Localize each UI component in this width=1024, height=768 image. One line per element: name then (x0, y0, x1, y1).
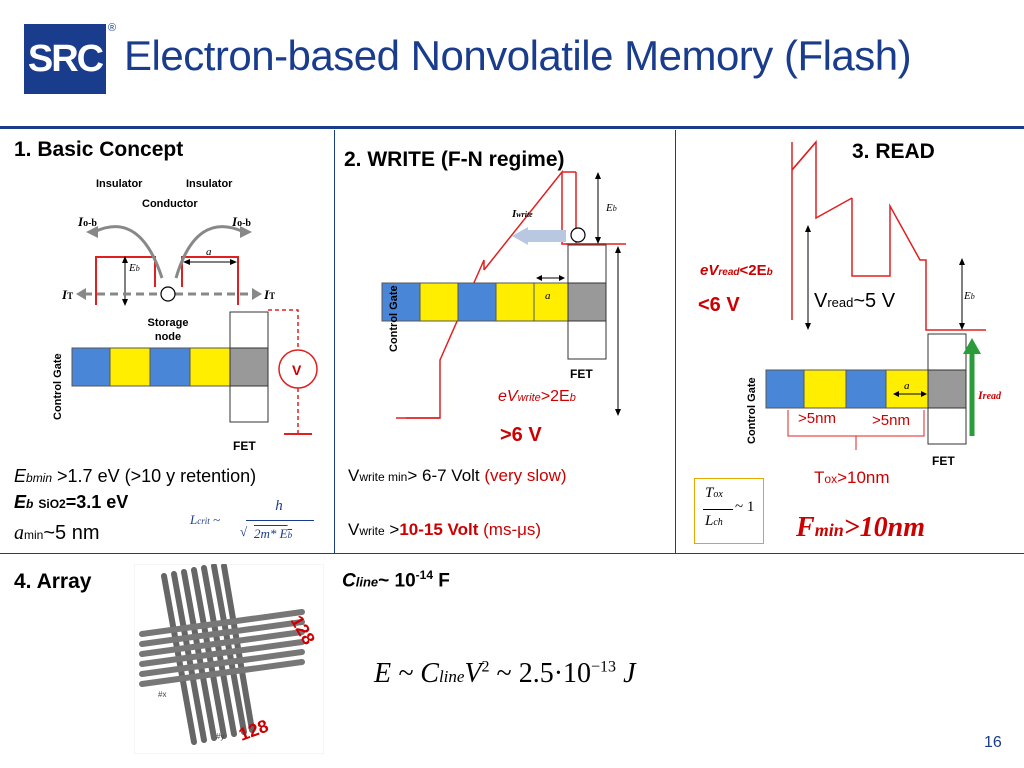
divider-1-2 (334, 130, 335, 553)
control-gate-label-1: Control Gate (52, 353, 64, 420)
a-label-1: a (206, 246, 212, 258)
it-left-label: IT (62, 287, 74, 302)
divider-bottom (0, 553, 1024, 554)
divider-2-3 (675, 130, 676, 553)
conductor-label: Conductor (142, 198, 198, 210)
axis-x-label: #x (158, 690, 167, 699)
array-heading: 4. Array (14, 570, 92, 593)
ratio-denominator: Lch (705, 513, 723, 529)
eb-sio2-text: Eb SiO2=3.1 eV (14, 492, 129, 512)
axis-y-label: #y (216, 732, 225, 741)
iwrite-label: Iwrite (512, 208, 533, 220)
basic-concept-diagram (71, 225, 318, 435)
ratio-approx: ~ 1 (735, 499, 755, 515)
vwrite-min-text: Vwrite min> 6-7 Volt (very slow) (348, 466, 567, 485)
write-diagram (381, 170, 626, 419)
ebmin-text: Ebmin >1.7 eV (>10 y retention) (14, 466, 257, 486)
insulator-left-label: Insulator (96, 178, 143, 190)
ratio-bar (703, 509, 733, 510)
eb-label-1: Eb (129, 262, 140, 274)
ratio-numerator: Tox (705, 485, 723, 501)
control-gate-label-2: Control Gate (388, 285, 400, 352)
voltage-source-label: V (292, 362, 302, 378)
src-logo: SRC (24, 24, 106, 94)
control-gate-label-3: Control Gate (746, 377, 758, 444)
crossbar-array-image (134, 564, 324, 754)
iread-label: Iread (978, 388, 1002, 402)
read-6v-text: <6 V (698, 294, 740, 316)
nm5-right: >5nm (872, 412, 910, 429)
eb-label-3: Eb (964, 290, 975, 302)
page-number: 16 (984, 734, 1002, 751)
lcrit-numerator: h (275, 498, 283, 514)
fmin-text: Fmin>10nm (796, 512, 926, 543)
read-heading: 3. READ (852, 140, 935, 163)
aspect-ratio-box: Tox Lch ~ 1 (694, 478, 764, 544)
read-diagram (765, 140, 986, 450)
a-label-3: a (904, 380, 910, 392)
title-rule (0, 126, 1024, 129)
storage-node-label: Storage node (147, 317, 189, 343)
nm5-left: >5nm (798, 410, 836, 427)
eb-label-2: Eb (606, 202, 617, 214)
registered-mark: ® (108, 22, 117, 34)
tox-text: Tox>10nm (814, 468, 890, 487)
vread-text: Vread~5 V (814, 290, 896, 312)
slide-title: Electron-based Nonvolatile Memory (Flash… (124, 32, 912, 79)
lcrit-fraction-bar (246, 520, 314, 521)
fet-label-2: FET (570, 367, 593, 381)
lcrit-denominator: 2m* Eb (254, 526, 293, 541)
insulator-right-label: Insulator (186, 178, 233, 190)
fet-label-1: FET (233, 439, 256, 453)
vwrite-text: Vwrite >10-15 Volt (ms-μs) (348, 520, 542, 539)
evwrite-text: eVwrite>2Eb (498, 388, 576, 405)
energy-equation: E ~ ClineV2 ~ 2.5·10−13 J (374, 658, 636, 689)
lcrit-lhs: Lcrit ~ (190, 512, 221, 527)
lcrit-sqrt: √ (240, 524, 248, 539)
fet-label-3: FET (932, 454, 955, 468)
cline-text: Cline~ 10-14 F (342, 568, 450, 592)
iob-right-label: Io-b (232, 214, 251, 229)
write-6v-text: >6 V (500, 424, 542, 446)
iob-left-label: Io-b (78, 214, 97, 229)
amin-text: amin~5 nm (14, 522, 100, 544)
it-right-label: IT (264, 287, 276, 302)
a-label-2: a (545, 290, 551, 302)
write-heading: 2. WRITE (F-N regime) (344, 148, 565, 171)
basic-concept-heading: 1. Basic Concept (14, 138, 184, 161)
evread-text: eVread<2Eb (700, 262, 773, 279)
